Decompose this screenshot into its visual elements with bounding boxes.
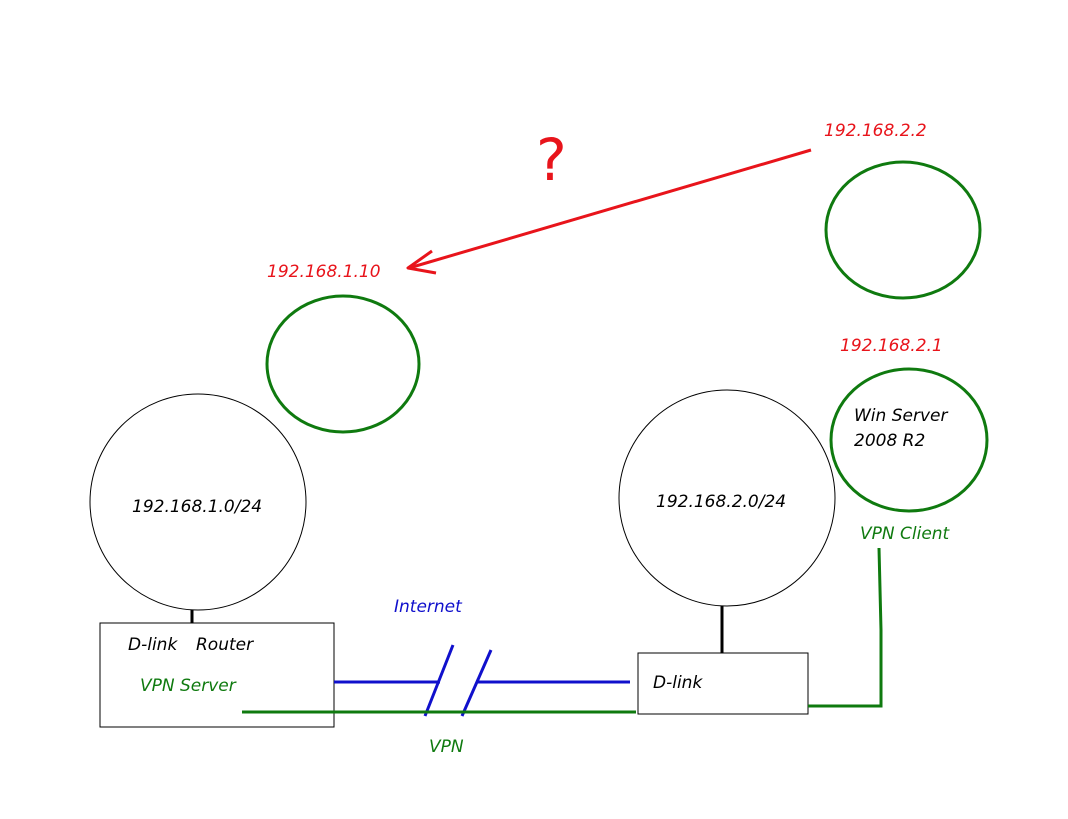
win-server-label-line2: 2008 R2: [854, 431, 925, 451]
network-left-circle: [89, 393, 307, 611]
win-server-ip-label: 192.168.2.1: [840, 336, 943, 356]
network-right-circle: [618, 389, 836, 607]
router-left-brand-label: D-link: [128, 635, 178, 655]
win-server-node: [829, 367, 989, 513]
vpn-label: VPN: [429, 737, 464, 757]
internet-label: Internet: [394, 597, 463, 617]
route-question-arrow: [408, 148, 812, 270]
host-target-node: [265, 294, 421, 434]
vpn-client-link: [808, 547, 883, 708]
target-host-ip-label: 192.168.1.10: [267, 262, 381, 282]
host-remote-node: [824, 160, 982, 300]
router-right-label: D-link: [653, 673, 703, 693]
win-server-label-line1: Win Server: [854, 406, 948, 426]
network-left-label: 192.168.1.0/24: [132, 497, 262, 517]
internet-break-mark-1: [423, 644, 455, 717]
question-mark: ?: [536, 126, 567, 194]
remote-host-ip-label: 192.168.2.2: [824, 121, 927, 141]
router-left-type-label: Router: [196, 635, 254, 655]
vpn-client-label: VPN Client: [860, 524, 951, 544]
router-left-box: [99, 622, 335, 728]
internet-break-mark-2: [460, 649, 493, 717]
network-right-label: 192.168.2.0/24: [656, 492, 786, 512]
vpn-server-label: VPN Server: [140, 676, 237, 696]
route-question-arrowhead: [406, 249, 437, 275]
